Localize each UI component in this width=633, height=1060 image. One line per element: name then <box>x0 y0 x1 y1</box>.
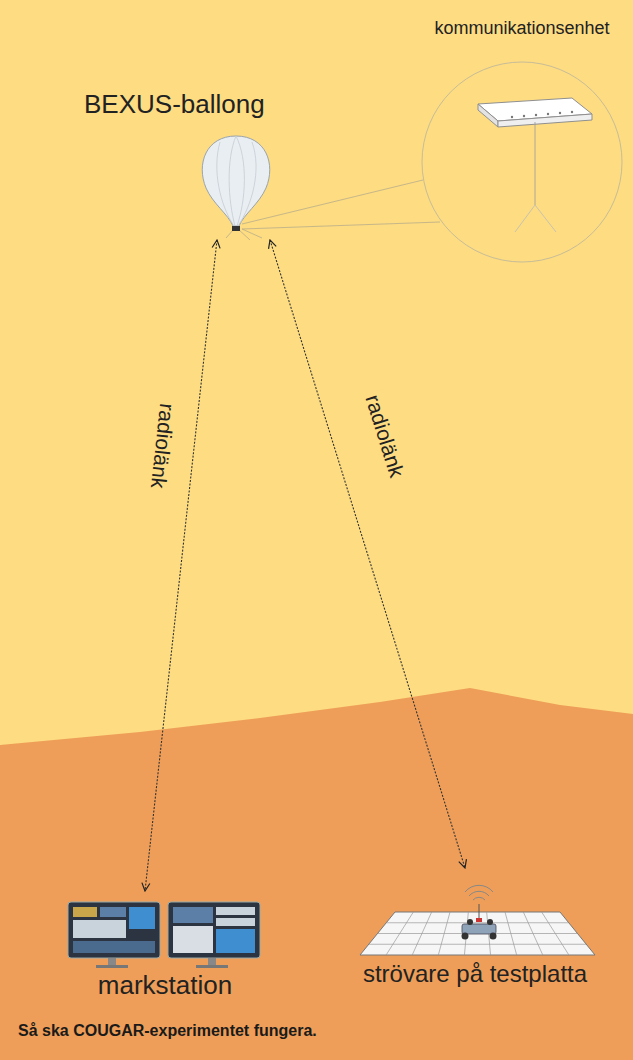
callout-outline <box>417 12 627 272</box>
balloon-node: BEXUS-ballong <box>80 88 275 238</box>
communication-unit <box>478 98 592 232</box>
balloon <box>202 136 270 231</box>
radio-link <box>270 240 465 868</box>
caption: Så ska COUGAR-experimentet fungera. <box>18 1022 317 1040</box>
node-label: strövare på testplatta <box>340 960 610 988</box>
ground-station: markstation <box>55 893 275 1007</box>
node-label: markstation <box>55 971 275 1001</box>
rover <box>462 885 497 939</box>
ground <box>0 688 633 1060</box>
radio-link <box>145 240 217 891</box>
node-label: kommunikationsenhet <box>417 18 627 39</box>
test-plate <box>360 912 595 955</box>
rover-testbed: strövare på testplatta <box>340 870 610 994</box>
node-label: BEXUS-ballong <box>80 90 275 120</box>
callout-circle: kommunikationsenhet <box>417 12 627 272</box>
monitors <box>68 902 260 968</box>
